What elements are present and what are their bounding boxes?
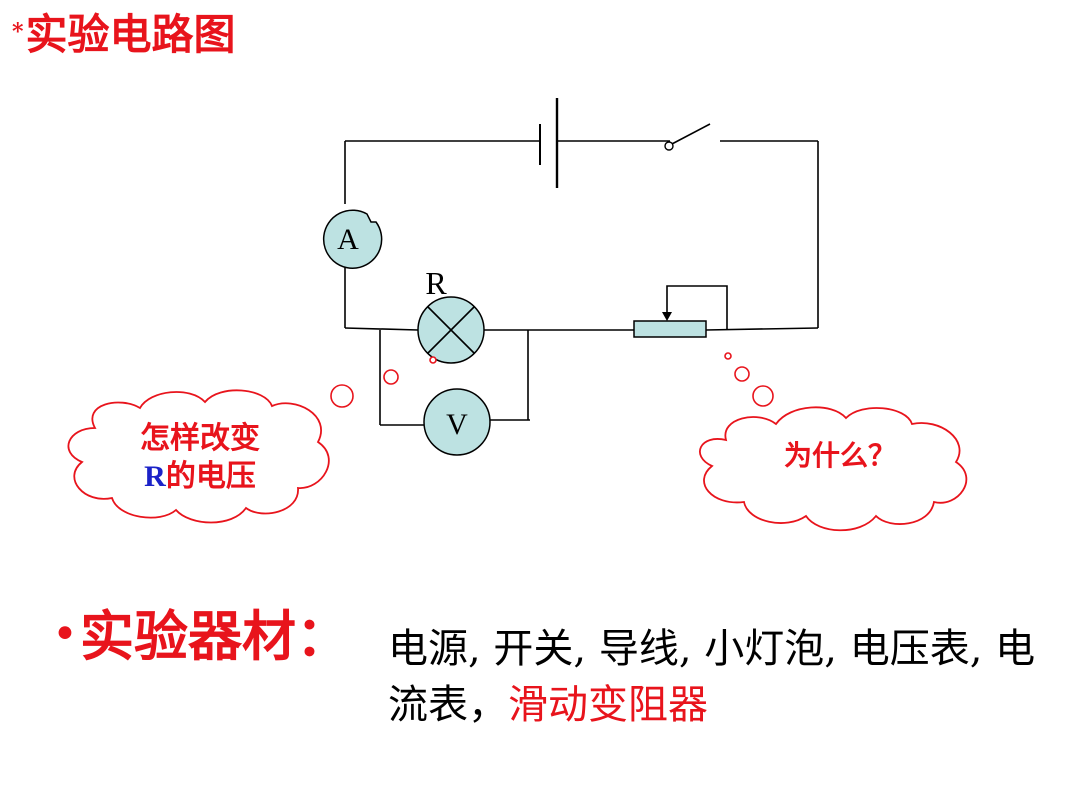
right-bubble-text: 为什么？: [783, 439, 896, 472]
switch-blade: [669, 123, 711, 146]
left-bubble-trail: [330, 356, 437, 408]
right-trail-dot-2: [734, 366, 750, 382]
switch-pivot: [664, 141, 674, 151]
voltmeter-label: V: [446, 408, 468, 441]
equipment-list: 电源, 开关, 导线, 小灯泡, 电压表, 电流表，滑动变阻器: [388, 621, 1058, 733]
title-star: *: [12, 19, 24, 45]
switch-symbol: [664, 123, 711, 151]
wire-bottom-right: [705, 327, 819, 331]
equipment-highlight: 滑动变阻器: [508, 682, 708, 728]
equipment-label: 实验器材：: [80, 604, 350, 668]
left-bubble-line2: R的电压: [90, 458, 310, 496]
right-trail-dot-3: [752, 385, 774, 407]
rheostat-slider-wire: [666, 285, 728, 330]
right-bubble-trail: [724, 352, 774, 407]
battery-symbol: [539, 98, 559, 188]
left-trail-dot-3: [330, 384, 354, 408]
right-cloud-shape: [699, 406, 968, 532]
left-cloud-shape: [67, 389, 330, 524]
circuit-wires: [344, 140, 819, 426]
left-thought-cloud: [67, 389, 330, 524]
left-trail-dot-2: [383, 369, 399, 385]
title-text: 实验电路图: [25, 10, 236, 59]
ammeter-label: A: [337, 223, 359, 256]
wire-bottom-left: [344, 327, 419, 331]
right-trail-dot-1: [724, 352, 732, 360]
ammeter-symbol: A: [322, 209, 383, 269]
left-bubble-r-letter: R: [144, 460, 166, 494]
voltmeter-circle: [423, 388, 491, 456]
equipment-items: 电源, 开关, 导线, 小灯泡, 电压表, 电流表，: [388, 626, 1036, 728]
left-trail-dot-1: [429, 356, 437, 364]
right-thought-cloud: [699, 406, 968, 532]
left-bubble-line1: 怎样改变: [140, 421, 260, 456]
left-bubble-text: 怎样改变 R的电压: [90, 420, 310, 497]
left-bubble-line2-rest: 的电压: [165, 459, 256, 495]
equipment-bullet: •: [52, 609, 78, 660]
rheostat-body: [633, 320, 707, 338]
lamp-symbol: R: [417, 265, 485, 364]
page-title: *实验电路图: [12, 14, 236, 56]
rheostat-arrow: [662, 312, 672, 321]
voltmeter-symbol: V: [423, 388, 491, 456]
lamp-cross-2: [427, 306, 475, 354]
resistor-label: R: [425, 265, 447, 301]
ammeter-circle: [322, 209, 383, 269]
